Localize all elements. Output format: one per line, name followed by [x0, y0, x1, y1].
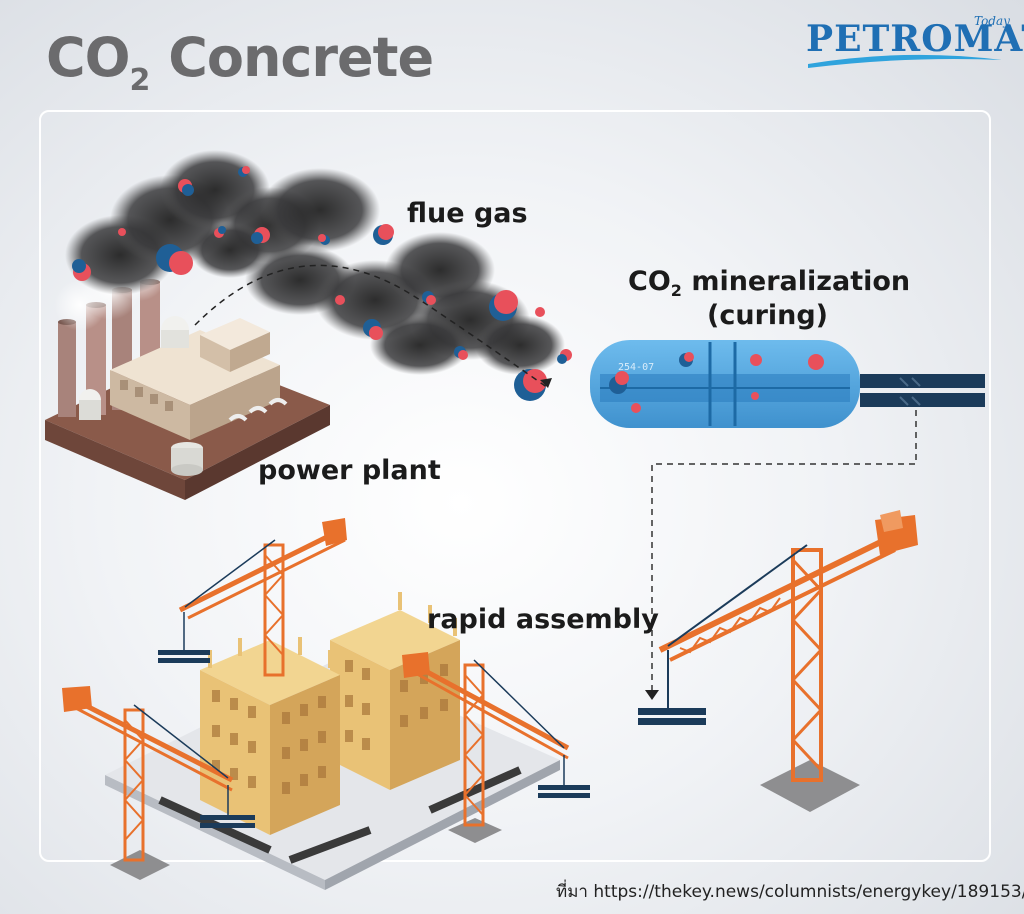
- page-title: CO2 Concrete: [46, 26, 434, 98]
- crane-bottom-left: [62, 686, 255, 880]
- co2-particles: [72, 166, 572, 401]
- flow-arrow-panel: [651, 410, 917, 690]
- crane-top-left: [158, 518, 347, 677]
- label-curing: (curing): [707, 300, 829, 331]
- flue-gas-smoke: [65, 150, 565, 375]
- label-co2-mineralization: CO2 mineralization: [628, 266, 911, 300]
- svg-text:254-07: 254-07: [618, 362, 654, 373]
- flow-arrow-gas: [194, 264, 549, 389]
- construction-site: [105, 592, 560, 890]
- crane-center: [402, 652, 590, 843]
- power-plant: [45, 249, 330, 500]
- source-link[interactable]: https://thekey.news/columnists/energykey…: [593, 882, 1024, 902]
- crane-right: [638, 510, 918, 812]
- mineralization-tank: 254-07: [590, 340, 985, 428]
- label-flue-gas: flue gas: [407, 198, 528, 229]
- diagram-panel: [39, 110, 991, 862]
- source-citation: ที่มา https://thekey.news/columnists/ene…: [556, 878, 1024, 905]
- label-power-plant: power plant: [258, 455, 441, 486]
- label-rapid-assembly: rapid assembly: [427, 604, 659, 635]
